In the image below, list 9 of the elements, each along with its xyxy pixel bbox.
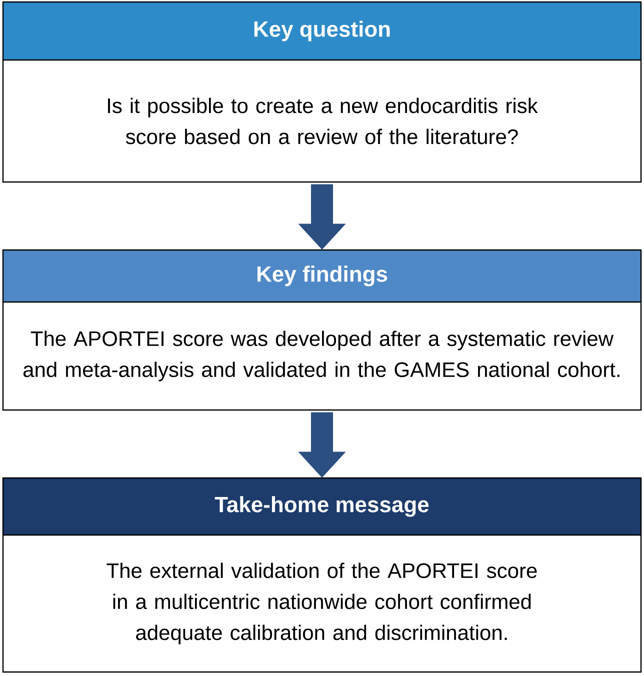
body-text: Is it possible to create a new endocarditis risk score based on a review of the literature? — [108, 98, 538, 144]
info-box — [2, 477, 642, 673]
body-text: The external validation of the APORTEI score in a multicentric nationwide cohort confirmed adequate calibration and discrimination. — [106, 562, 537, 644]
info-box — [2, 1, 642, 183]
header-text: Take-home message — [214, 496, 429, 517]
header-text: Key findings — [257, 266, 388, 286]
info-box — [2, 249, 642, 411]
body-text: The APORTEI score was developed after a systematic review and meta-analysis and validated in the GAMES national cohort. — [23, 330, 620, 382]
header-text: Key question — [254, 20, 390, 42]
